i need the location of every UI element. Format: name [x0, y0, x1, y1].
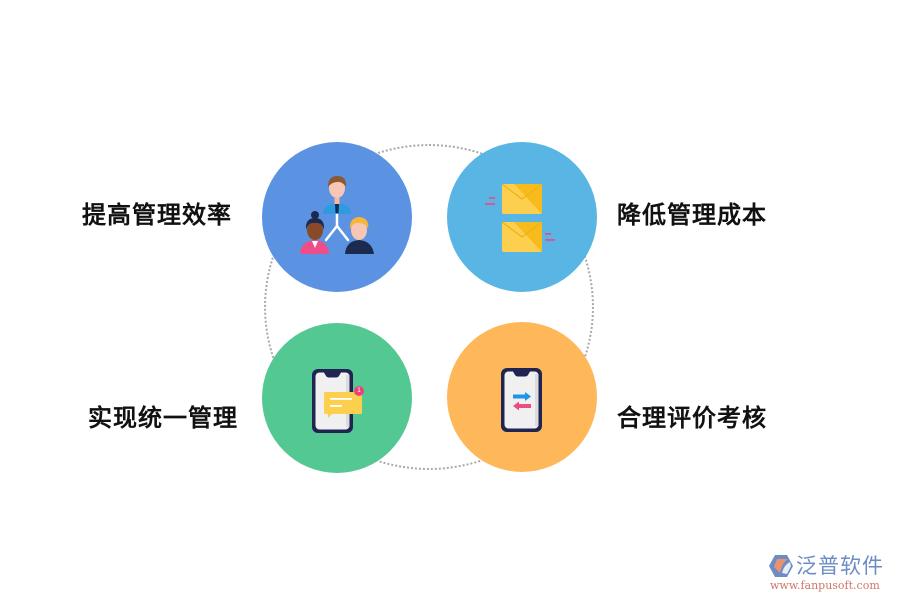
envelopes-icon	[485, 183, 555, 252]
node-improve-efficiency	[262, 142, 412, 292]
label-fair-evaluation: 合理评价考核	[617, 404, 767, 432]
phone-message-icon	[312, 369, 364, 433]
arrow-left-icon	[513, 401, 531, 411]
label-reduce-cost: 降低管理成本	[617, 201, 767, 229]
envelope-icon-top	[501, 183, 543, 214]
people-hierarchy-icon	[300, 176, 374, 254]
brand-logo-icon	[769, 555, 793, 577]
arrow-right-icon	[513, 392, 531, 401]
envelope-icon-bottom	[501, 221, 543, 252]
node-reduce-cost	[447, 142, 597, 292]
label-improve-efficiency: 提高管理效率	[82, 201, 232, 229]
notification-count: 1	[357, 387, 361, 394]
label-unified-management: 实现统一管理	[88, 404, 238, 432]
phone-transfer-icon	[501, 368, 542, 432]
node-unified-management: 1	[262, 323, 412, 473]
notification-badge	[354, 386, 364, 396]
brand-watermark: 泛普软件 www.fanpusoft.com	[768, 552, 896, 596]
node-fair-evaluation	[447, 322, 597, 472]
brand-name: 泛普软件	[796, 554, 884, 578]
brand-url: www.fanpusoft.com	[770, 579, 880, 592]
dotted-connector-ring	[264, 144, 594, 470]
motion-lines-icon	[485, 197, 555, 241]
